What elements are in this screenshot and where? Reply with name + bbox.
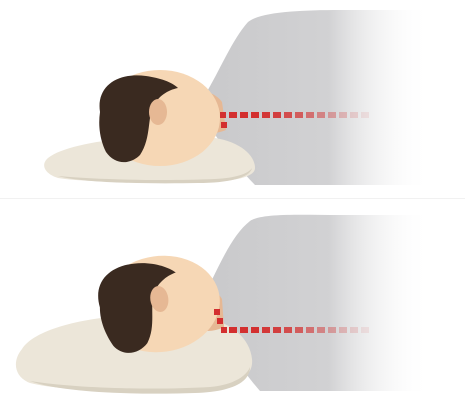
head (99, 70, 220, 166)
ear (149, 99, 167, 125)
panel-high-pillow (0, 199, 465, 398)
panel-low-pillow (0, 0, 465, 199)
low-pillow-scene (0, 0, 465, 199)
high-pillow-scene (0, 199, 465, 398)
